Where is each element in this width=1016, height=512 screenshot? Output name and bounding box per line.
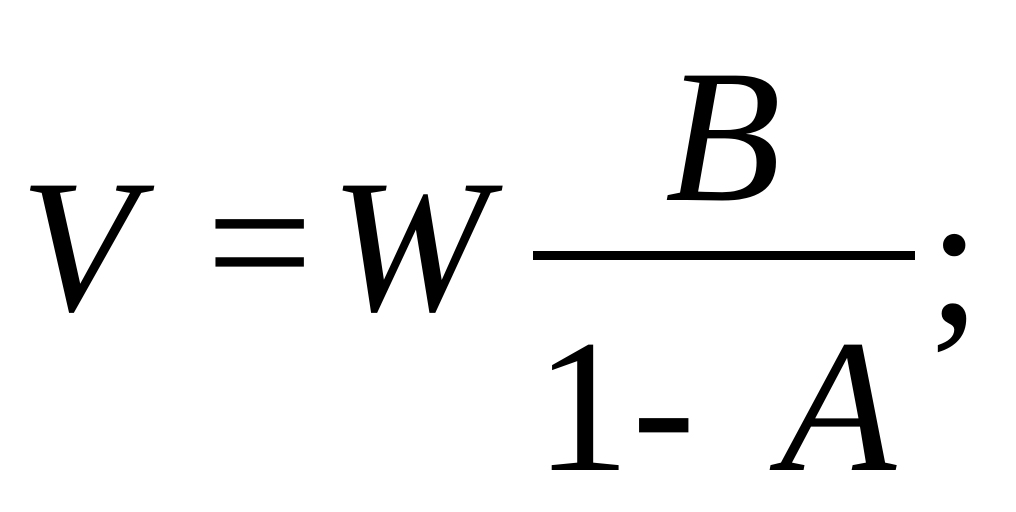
- fraction-bar: [533, 251, 915, 260]
- denominator-one: 1: [535, 302, 630, 512]
- fraction-numerator-b: B: [665, 32, 782, 242]
- denominator-variable-a: A: [780, 302, 897, 512]
- equation: V = W B 1 - A ;: [20, 32, 981, 502]
- semicolon: ;: [928, 155, 981, 365]
- variable-v: V: [20, 142, 137, 352]
- variable-w: W: [330, 142, 489, 352]
- equals-sign: =: [206, 138, 314, 348]
- denominator-minus: -: [632, 302, 696, 512]
